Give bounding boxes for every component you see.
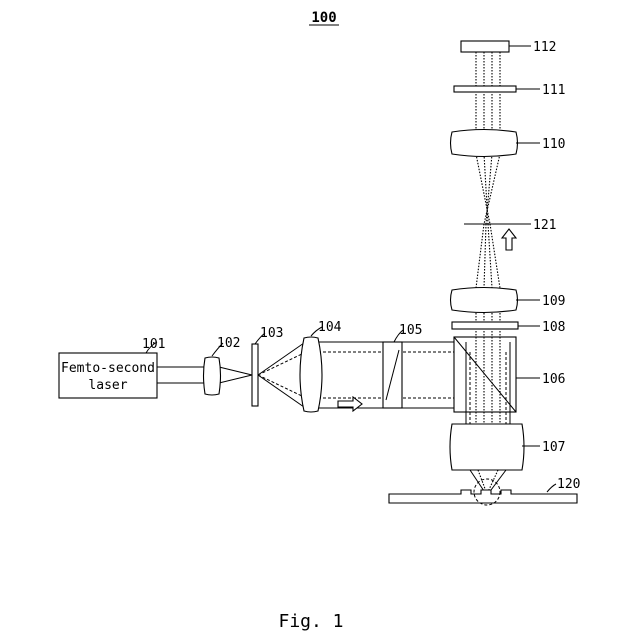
label-105: 105 xyxy=(399,323,422,338)
lens-104 xyxy=(300,337,322,412)
lens-109 xyxy=(451,288,518,313)
label-104: 104 xyxy=(318,320,342,335)
label-103: 103 xyxy=(260,326,283,341)
laser-text-line-1: Femto-second xyxy=(61,361,155,376)
plate-108 xyxy=(452,322,518,329)
label-108: 108 xyxy=(542,320,565,335)
lens-102 xyxy=(204,357,221,395)
laser-text-line-2: laser xyxy=(88,378,127,393)
sample-120 xyxy=(389,490,577,503)
label-121: 121 xyxy=(533,218,556,233)
label-102: 102 xyxy=(217,336,240,351)
pinhole-plate-103 xyxy=(252,344,258,406)
detector-112 xyxy=(461,41,509,52)
label-107: 107 xyxy=(542,440,565,455)
label-111: 111 xyxy=(542,83,565,98)
label-112: 112 xyxy=(533,40,556,55)
label-101: 101 xyxy=(142,337,165,352)
figure-caption: Fig. 1 xyxy=(278,611,343,632)
label-120: 120 xyxy=(557,477,580,492)
label-110: 110 xyxy=(542,137,565,152)
up-arrow-icon xyxy=(502,229,516,250)
label-106: 106 xyxy=(542,372,565,387)
objective-lens-107 xyxy=(450,424,524,470)
lens-110 xyxy=(451,130,518,157)
right-arrow-icon xyxy=(338,397,362,411)
filter-111 xyxy=(454,86,516,92)
figure-number: 100 xyxy=(311,10,336,26)
label-109: 109 xyxy=(542,294,565,309)
